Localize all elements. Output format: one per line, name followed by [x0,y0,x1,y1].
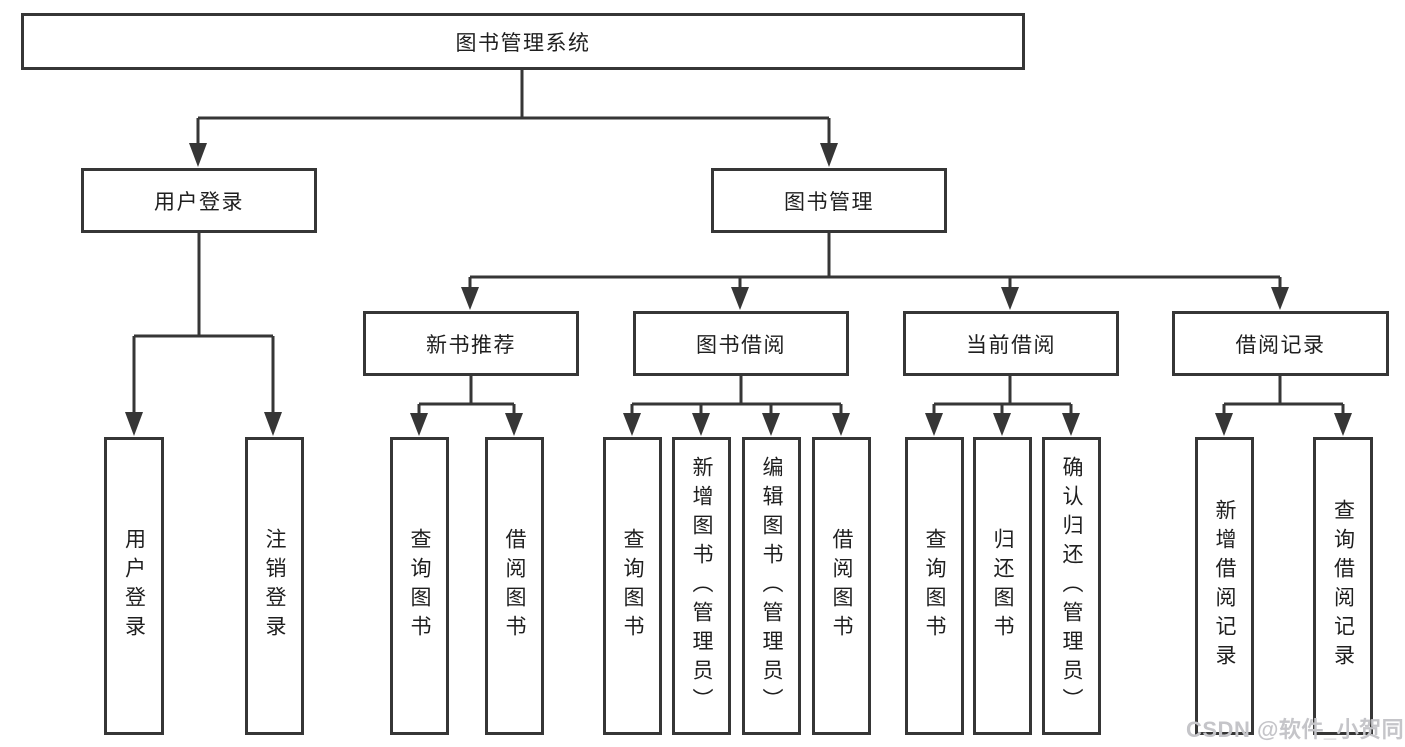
arrowhead [1001,287,1019,310]
arrowhead [832,413,850,436]
leaf-edit-books-admin: 编辑图书（管理员） [742,437,801,735]
leaf-label: 编辑图书（管理员） [760,455,783,717]
arrowhead [731,287,749,310]
arrowhead [1062,413,1080,436]
leaf-label: 查询图书 [408,528,431,644]
node-new-book-recommend-label: 新书推荐 [426,333,516,357]
node-book-borrow-label: 图书借阅 [696,333,786,357]
leaf-label: 新增借阅记录 [1213,499,1236,673]
leaf-logout: 注销登录 [245,437,304,735]
leaf-return-books: 归还图书 [973,437,1032,735]
connector-current-borrow [925,376,1080,436]
arrowhead [1271,287,1289,310]
leaf-label: 确认归还（管理员） [1060,455,1083,717]
leaf-confirm-return-admin: 确认归还（管理员） [1042,437,1101,735]
leaf-borrow-books-recommend: 借阅图书 [485,437,544,735]
connector-borrow-records [1215,376,1352,436]
node-user-login: 用户登录 [81,168,317,233]
arrowhead [762,413,780,436]
node-borrow-records-label: 借阅记录 [1235,333,1326,357]
leaf-label: 借阅图书 [830,528,853,644]
node-book-management-label: 图书管理 [784,190,874,214]
connector-root [189,70,838,167]
node-user-login-label: 用户登录 [154,190,244,214]
arrowhead [623,413,641,436]
leaf-label: 借阅图书 [503,528,526,644]
leaf-label: 注销登录 [263,528,286,644]
arrowhead [993,413,1011,436]
leaf-label: 归还图书 [991,528,1014,644]
connector-book-borrow [623,376,850,436]
leaf-label: 新增图书（管理员） [690,455,713,717]
node-root: 图书管理系统 [21,13,1025,70]
connector-new-book-recommend [410,376,523,436]
leaf-query-borrow-record: 查询借阅记录 [1313,437,1373,735]
connector-book-management [461,233,1289,310]
arrowhead [410,413,428,436]
leaf-query-books-recommend: 查询图书 [390,437,449,735]
node-current-borrow-label: 当前借阅 [966,333,1056,357]
arrowhead [1334,413,1352,436]
connector-user-login [125,233,282,436]
leaf-query-books-borrow: 查询图书 [603,437,662,735]
node-current-borrow: 当前借阅 [903,311,1119,376]
leaf-query-books-current: 查询图书 [905,437,964,735]
leaf-user-login: 用户登录 [104,437,164,735]
leaf-label: 查询图书 [923,528,946,644]
arrowhead [820,143,838,167]
arrowhead [692,413,710,436]
node-root-label: 图书管理系统 [455,31,591,55]
node-book-borrow: 图书借阅 [633,311,849,376]
watermark: CSDN @软件_小贺同学 [1186,717,1405,742]
arrowhead [125,412,143,436]
leaf-label: 查询图书 [621,528,644,644]
node-book-management: 图书管理 [711,168,947,233]
node-new-book-recommend: 新书推荐 [363,311,579,376]
arrowhead [505,413,523,436]
node-borrow-records: 借阅记录 [1172,311,1389,376]
arrowhead [925,413,943,436]
arrowhead [1215,413,1233,436]
arrowhead [264,412,282,436]
leaf-label: 用户登录 [122,528,146,644]
leaf-add-borrow-record: 新增借阅记录 [1195,437,1254,735]
leaf-add-books-admin: 新增图书（管理员） [672,437,731,735]
leaf-borrow-books: 借阅图书 [812,437,871,735]
arrowhead [189,143,207,167]
arrowhead [461,287,479,310]
leaf-label: 查询借阅记录 [1331,499,1355,673]
